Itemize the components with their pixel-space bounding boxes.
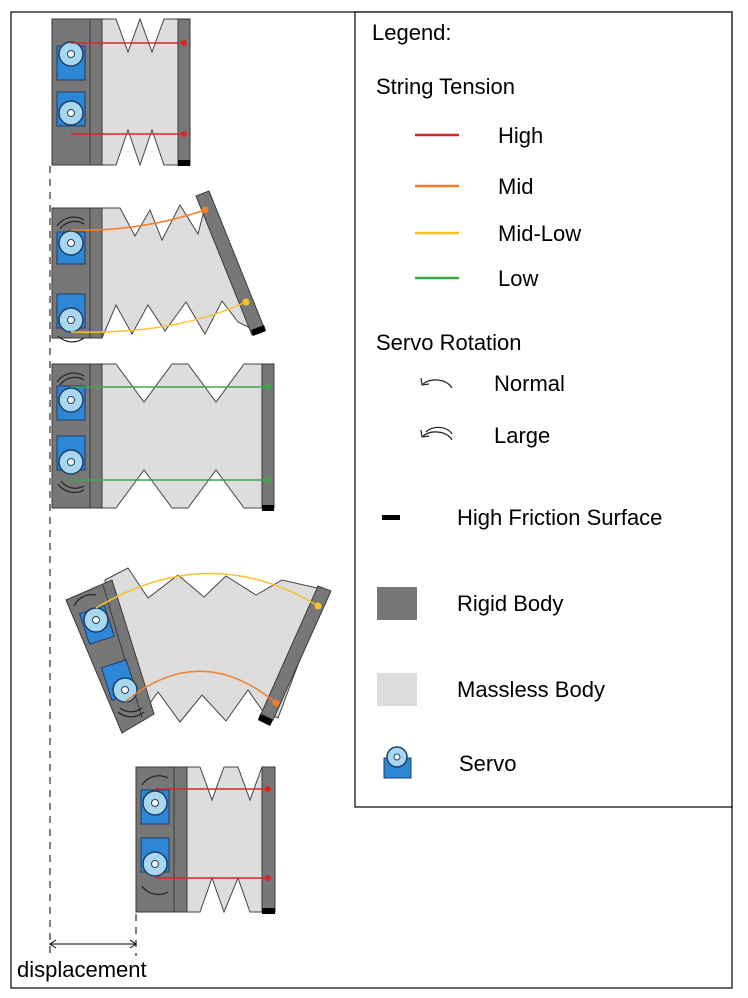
- stage-2-robot: [51, 190, 266, 343]
- large-rotation-top-icon: [56, 372, 85, 386]
- displacement-label: displacement: [17, 957, 147, 982]
- displacement-arrow: [49, 939, 137, 949]
- high-friction-surface: [178, 160, 190, 166]
- string-mid-top: [70, 209, 206, 231]
- massless-body-swatch: [377, 673, 417, 706]
- high-friction-surface: [251, 325, 266, 336]
- stage-3-robot: [51, 363, 275, 511]
- bellows-massless-body: [104, 567, 327, 723]
- string-mid-low-bottom: [70, 301, 247, 333]
- legend-box: [354, 11, 733, 808]
- large-rotation-bottom-icon: [117, 707, 145, 718]
- bellows-massless-body: [101, 363, 263, 509]
- tension-mid-low-label: Mid-Low: [498, 221, 581, 246]
- stage-1-robot: [51, 17, 191, 167]
- legend: Legend: String Tension High Mid Mid-Low …: [354, 11, 733, 808]
- massless-body-label: Massless Body: [457, 677, 605, 702]
- rotation-large-label: Large: [494, 423, 550, 448]
- single-arc-arrow-icon: [420, 377, 453, 389]
- high-friction-surface: [258, 714, 273, 726]
- rigid-body-label: Rigid Body: [457, 591, 563, 616]
- large-rotation-bottom-icon: [57, 480, 85, 494]
- servo-rotation-heading: Servo Rotation: [376, 330, 522, 355]
- tension-low-label: Low: [498, 266, 538, 291]
- servo-top: [140, 789, 170, 825]
- servo-bottom: [56, 91, 86, 127]
- tension-mid-label: Mid: [498, 174, 533, 199]
- servo-bottom: [56, 293, 86, 333]
- large-rotation-top-icon: [56, 216, 85, 230]
- normal-rotation-bottom-icon: [141, 885, 169, 896]
- servo-top: [79, 605, 115, 645]
- normal-rotation-top-icon: [141, 775, 169, 786]
- rigid-body-swatch: [377, 587, 417, 620]
- servo-bottom: [56, 435, 86, 475]
- servo-top: [56, 41, 86, 81]
- stage-4-robot: [65, 567, 332, 734]
- normal-rotation-top-icon: [73, 594, 97, 607]
- bellows-massless-body: [101, 17, 179, 167]
- high-friction-surface: [262, 505, 274, 511]
- string-mid-low-top: [95, 572, 319, 609]
- high-friction-surface: [262, 908, 275, 914]
- servo-bottom: [100, 659, 138, 703]
- high-friction-surface-label: High Friction Surface: [457, 505, 662, 530]
- servo-icon: [383, 746, 412, 779]
- legend-title: Legend:: [372, 20, 452, 45]
- string-mid-bottom: [124, 670, 277, 704]
- normal-rotation-bottom-icon: [57, 335, 85, 343]
- double-arc-arrow-icon: [420, 426, 453, 441]
- stage-5-robot: [135, 766, 276, 914]
- servo-top: [56, 230, 86, 265]
- servo-label: Servo: [459, 751, 516, 776]
- rotation-normal-label: Normal: [494, 371, 565, 396]
- servo-top: [56, 385, 86, 421]
- high-friction-surface-icon: [382, 515, 400, 520]
- tension-high-label: High: [498, 123, 543, 148]
- servo-bottom: [140, 837, 170, 877]
- string-tension-heading: String Tension: [376, 74, 515, 99]
